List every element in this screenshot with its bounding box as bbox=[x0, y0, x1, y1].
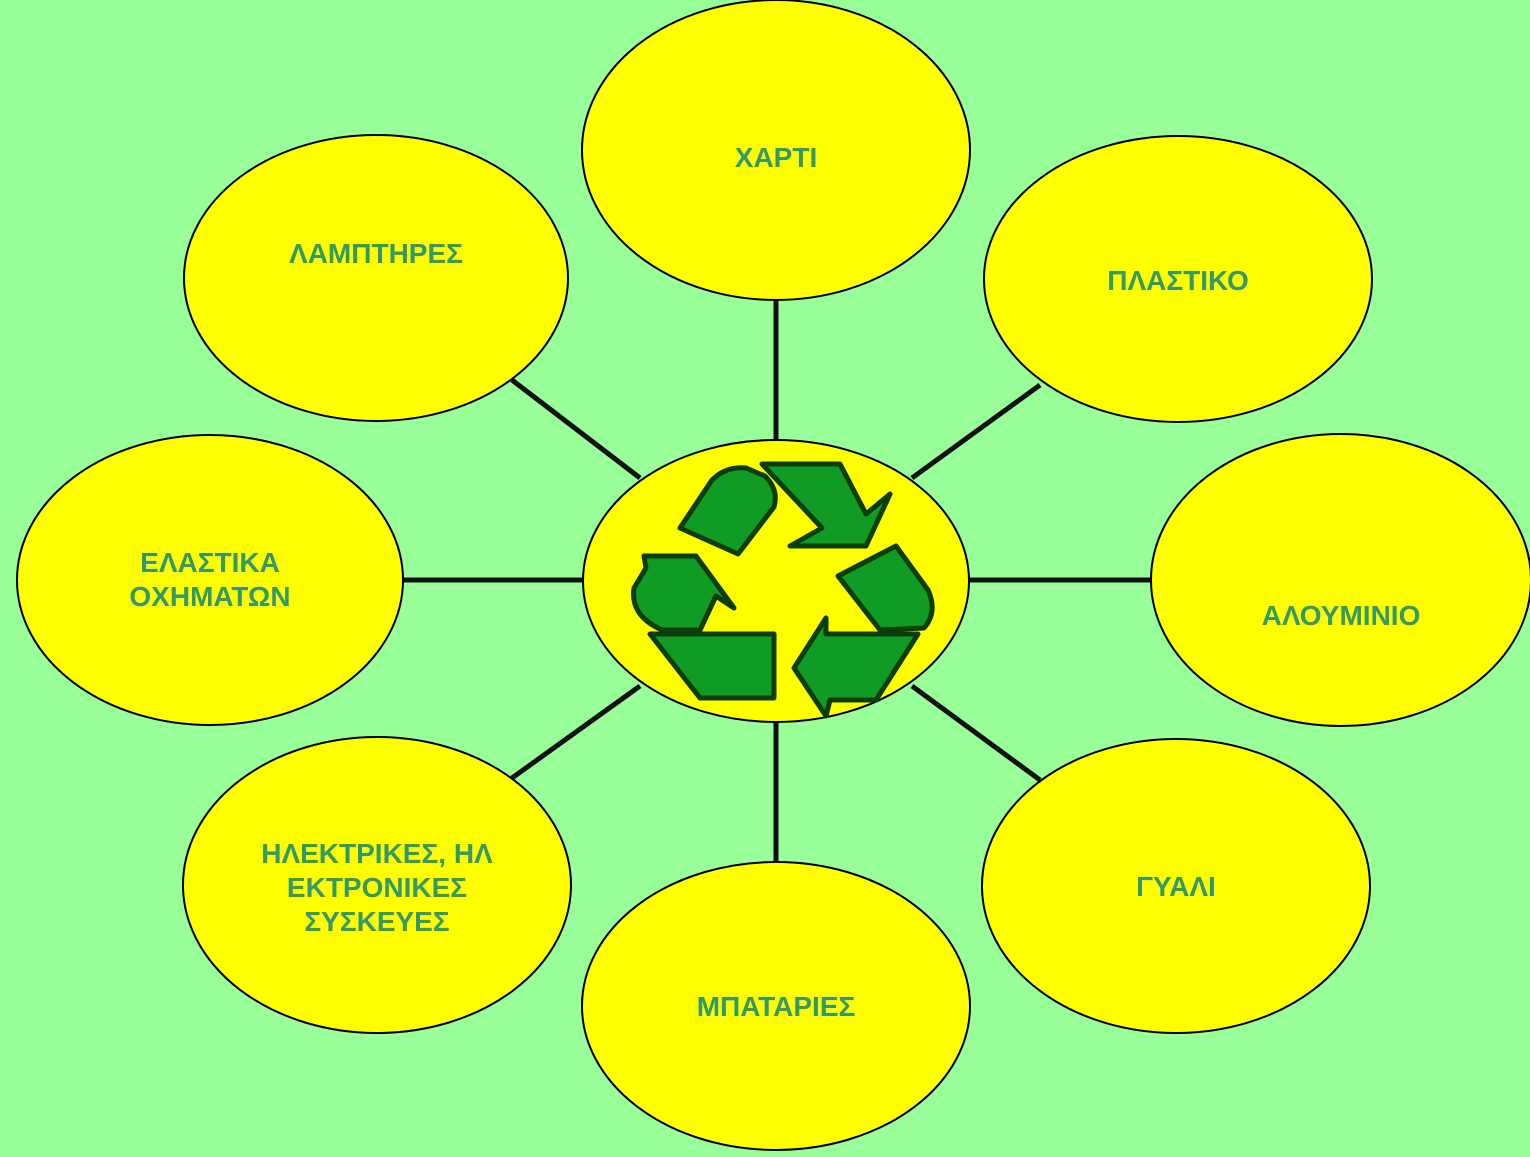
connector-electronics bbox=[510, 683, 642, 781]
node-ellipse-tyres bbox=[16, 434, 404, 726]
node-shapes bbox=[16, 0, 1530, 1151]
connector-glass bbox=[910, 683, 1042, 783]
recycle-arrow-bottom-right bbox=[791, 615, 921, 719]
node-ellipse-paper bbox=[581, 0, 971, 301]
connector-plastic bbox=[910, 382, 1042, 481]
node-ellipse-batteries bbox=[581, 861, 971, 1151]
recycle-arrow-bottom-left bbox=[647, 631, 777, 701]
recycle-arrow-top-left bbox=[677, 465, 778, 557]
connector-lamps bbox=[510, 378, 642, 480]
node-ellipse-aluminium bbox=[1150, 433, 1530, 727]
recycle-icon bbox=[631, 461, 935, 719]
node-ellipse-plastic bbox=[983, 135, 1373, 423]
recycle-arrow-right bbox=[835, 543, 935, 633]
recycle-arrow-top-right bbox=[759, 461, 893, 549]
node-ellipse-lamps bbox=[183, 134, 569, 422]
connectors bbox=[402, 300, 1152, 865]
recycle-arrow-left bbox=[631, 553, 737, 633]
node-ellipse-glass bbox=[981, 738, 1371, 1034]
center-node bbox=[582, 439, 970, 723]
node-ellipse-electronics bbox=[182, 736, 572, 1034]
